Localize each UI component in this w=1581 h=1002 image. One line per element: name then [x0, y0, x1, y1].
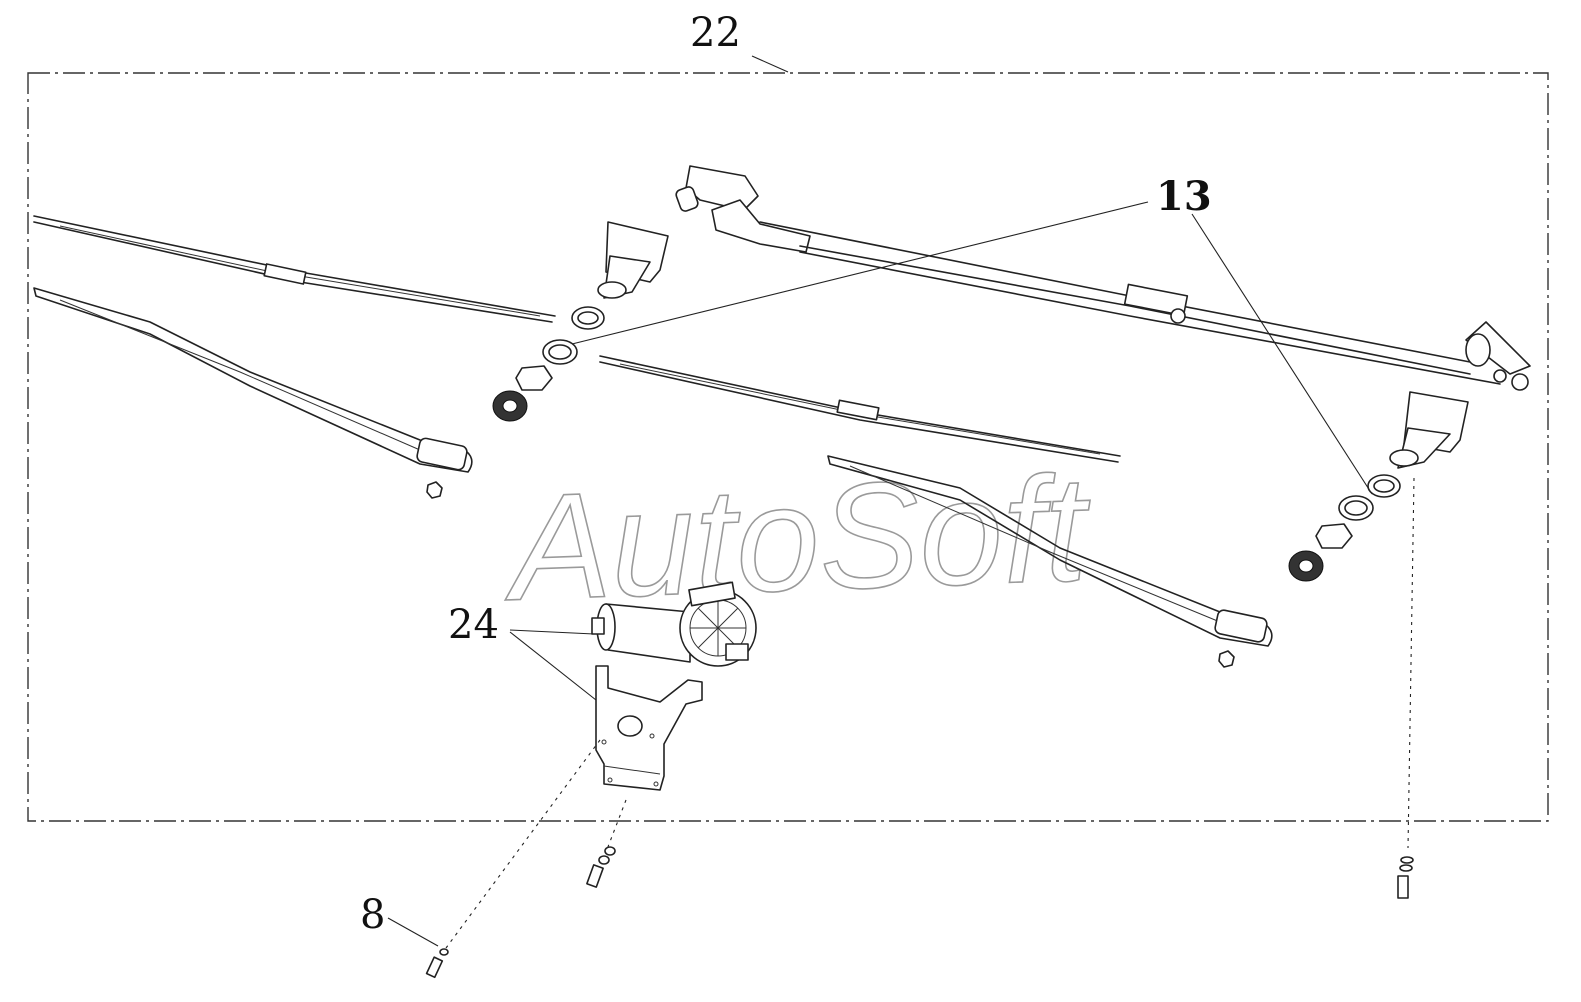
callout-13: 13: [1156, 173, 1212, 220]
left-hex-nut-icon: [515, 365, 553, 391]
callout-8: 8: [360, 892, 385, 938]
right-pivot-housing: [1389, 391, 1469, 469]
assembly-boundary: [27, 72, 1549, 822]
leader-22: [751, 55, 789, 73]
left-wiper-blade: [33, 215, 556, 323]
right-wiper-arm: [827, 455, 1273, 668]
motor-bracket: [595, 665, 703, 791]
callout-24: 24: [448, 602, 499, 648]
leader-8: [387, 917, 439, 947]
wiper-motor: [591, 581, 757, 667]
left-wiper-arm: [33, 287, 473, 499]
leader-24-motor: [509, 629, 595, 635]
left-arm-nut-icon: [426, 481, 443, 499]
bolt-8: [425, 739, 601, 979]
linkage-assembly: [675, 165, 1531, 391]
leader-13-left: [571, 201, 1149, 345]
bracket-fastener-stack: [586, 799, 627, 888]
watermark: AutoSoft: [500, 444, 1094, 632]
right-hex-nut-icon: [1315, 523, 1353, 549]
right-wiper-blade: [599, 355, 1121, 463]
left-grommet-icon: [492, 390, 528, 422]
leader-13-right: [1191, 213, 1373, 495]
left-pivot-housing: [597, 221, 669, 299]
right-grommet-icon: [1288, 550, 1324, 582]
leader-24-bracket: [509, 631, 597, 701]
right-arm-nut-icon: [1218, 650, 1235, 668]
pivot-fastener-stack: [1397, 477, 1415, 899]
callout-22: 22: [690, 10, 741, 56]
